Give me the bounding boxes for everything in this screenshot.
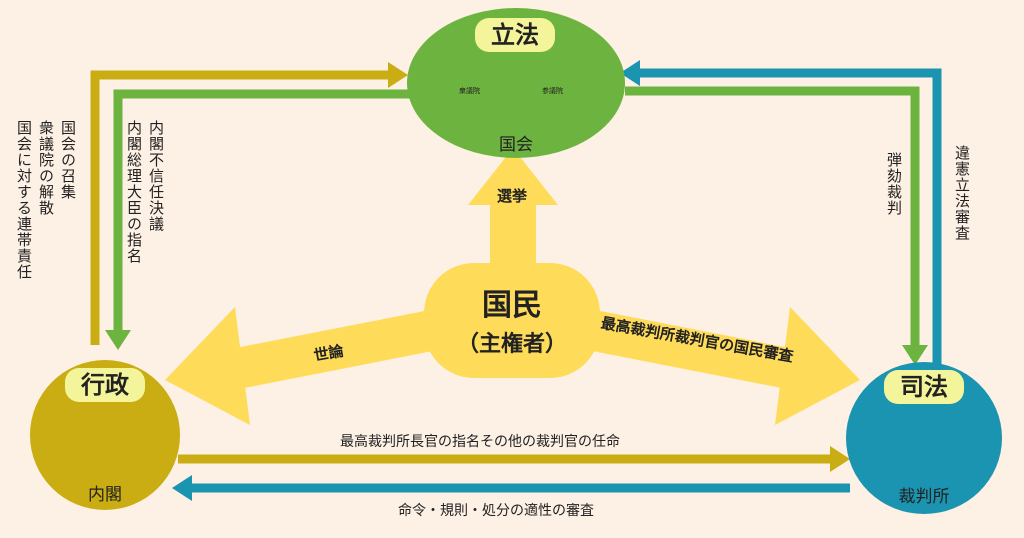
label-joint-responsibility: 国会に対する連帯責任 bbox=[15, 120, 33, 280]
arrow-people-to-judiciary bbox=[577, 307, 860, 425]
executive-title: 行政 bbox=[65, 368, 145, 402]
arrow-people-to-executive bbox=[165, 307, 448, 425]
legislature-title: 立法 bbox=[475, 18, 555, 52]
judiciary-title: 司法 bbox=[884, 370, 964, 404]
label-order-review: 命令・規則・処分の適性の審査 bbox=[398, 503, 594, 519]
arrow-judiciary-to-legislature bbox=[640, 68, 942, 365]
legislature-node: 立法 国会 衆議院 参議院 bbox=[407, 8, 625, 158]
label-election: 選挙 bbox=[497, 187, 528, 205]
legislature-label: 国会 bbox=[499, 135, 533, 155]
judiciary-node: 司法 裁判所 bbox=[846, 362, 1002, 514]
people-node bbox=[424, 263, 600, 378]
label-pm-nomination: 内閣総理大臣の指名 bbox=[125, 120, 143, 264]
sign-house-of-councillors: 参議院 bbox=[542, 87, 563, 95]
label-impeachment: 弾劾裁判 bbox=[885, 152, 903, 216]
people-title: 国民 bbox=[482, 288, 542, 323]
arrow-executive-to-legislature bbox=[90, 70, 388, 345]
arrow-legislature-to-executive bbox=[113, 89, 410, 330]
sign-house-of-representatives: 衆議院 bbox=[459, 87, 480, 95]
label-judge-appointment: 最高裁判所長官の指名その他の裁判官の任命 bbox=[340, 434, 620, 450]
arrow-legislature-to-judiciary bbox=[625, 86, 920, 345]
label-no-confidence: 内閣不信任決議 bbox=[147, 120, 165, 232]
label-dissolution: 衆議院の解散 bbox=[37, 120, 55, 216]
label-convocation: 国会の召集 bbox=[59, 120, 77, 200]
label-judicial-review: 違憲立法審査 bbox=[953, 145, 971, 241]
executive-node: 行政 内閣 bbox=[30, 360, 180, 510]
people-subtitle: （主権者） bbox=[456, 332, 567, 357]
executive-label: 内閣 bbox=[88, 485, 122, 505]
judiciary-label: 裁判所 bbox=[898, 487, 950, 507]
